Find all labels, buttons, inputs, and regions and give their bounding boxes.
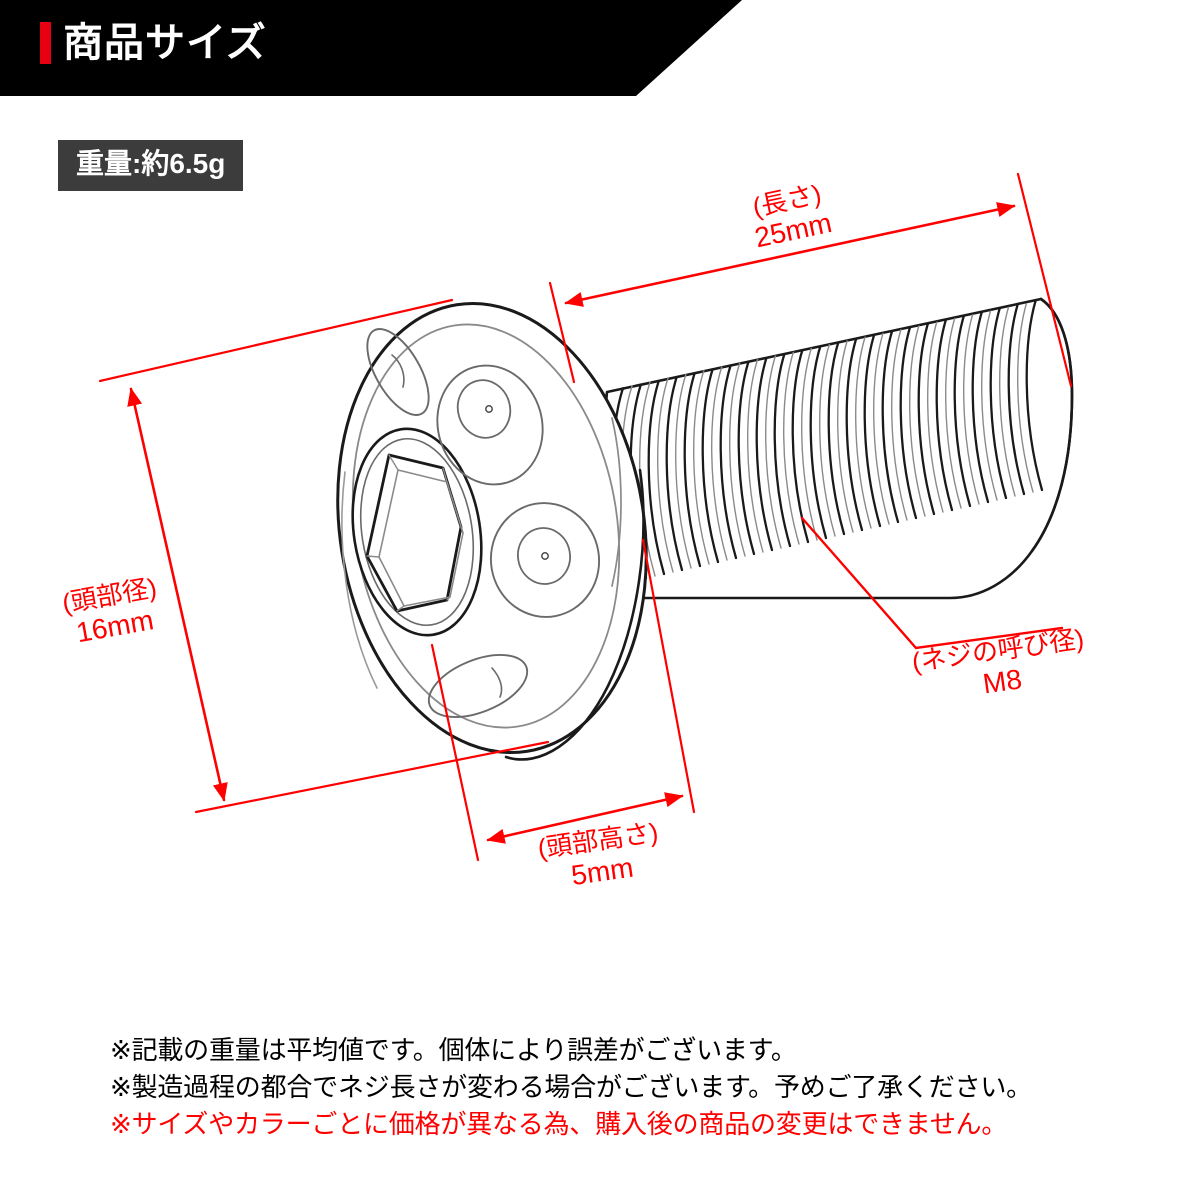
footer-note: ※記載の重量は平均値です。個体により誤差がございます。: [110, 1035, 797, 1065]
dimension-thread-diameter-leader: [800, 516, 1064, 650]
dimension-head-height: [430, 538, 696, 862]
label-length: (長さ) 25mm: [750, 178, 835, 253]
bolt-body: [336, 297, 1074, 761]
dimension-head-diameter: [98, 298, 550, 814]
dimension-length: [548, 172, 1073, 388]
label-head-height: (頭部高さ) 5mm: [536, 817, 660, 891]
head-scallop-bottom: [427, 654, 529, 718]
bolt-head: [336, 302, 648, 761]
label-thread-diameter: (ネジの呼び径) M8: [910, 623, 1086, 699]
footer-note: ※サイズやカラーごとに価格が異なる為、購入後の商品の変更はできません。: [110, 1109, 1008, 1139]
weight-badge: 重量:約6.5g: [58, 140, 244, 191]
footer-notes: ※記載の重量は平均値です。個体により誤差がございます。 ※製造過程の都合でネジ長…: [110, 1032, 1150, 1143]
dimension-annotations: [98, 172, 1073, 862]
head-scallop-top: [366, 328, 430, 416]
footer-note: ※製造過程の都合でネジ長さが変わる場合がございます。予めご了承ください。: [110, 1072, 1032, 1102]
head-dimple-lower: [489, 502, 601, 618]
label-head-diameter: (頭部径) 16mm: [60, 572, 159, 648]
threaded-shaft: [603, 297, 1074, 600]
head-dimple-upper: [436, 364, 544, 486]
label-thread-diameter-value: M8: [981, 663, 1024, 699]
